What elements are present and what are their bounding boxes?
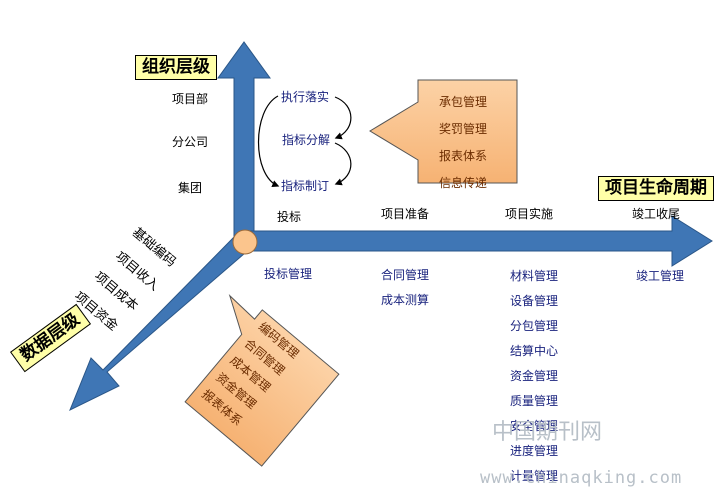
right-box-item: 承包管理 <box>439 95 488 109</box>
lifecycle-arrow <box>243 215 713 267</box>
prep-list: 合同管理 成本测算 <box>381 266 429 308</box>
impl-item: 进度管理 <box>510 444 559 458</box>
stage-close: 竣工收尾 <box>632 207 681 221</box>
stage-prep: 项目准备 <box>381 207 430 221</box>
bid-list: 投标管理 <box>264 265 312 282</box>
org-level-title: 组织层级 <box>135 55 217 80</box>
cycle-curve-right-bottom <box>334 142 352 186</box>
right-box-list: 承包管理 奖罚管理 报表体系 信息传递 <box>439 93 487 191</box>
right-box-item: 报表体系 <box>439 149 488 163</box>
cycle-curve-left <box>257 95 280 188</box>
cycle-item-execute: 执行落实 <box>281 90 330 104</box>
cycle-curve-right-top <box>334 96 352 140</box>
impl-item: 计量管理 <box>510 469 559 483</box>
bid-item: 投标管理 <box>264 267 313 281</box>
cycle-item-formulate: 指标制订 <box>281 179 330 193</box>
close-list: 竣工管理 <box>636 267 684 284</box>
impl-item: 安全管理 <box>510 419 559 433</box>
origin-circle <box>232 229 258 255</box>
impl-item: 分包管理 <box>510 319 559 333</box>
right-box-item: 信息传递 <box>439 176 488 190</box>
lifecycle-title: 项目生命周期 <box>598 176 714 201</box>
close-item: 竣工管理 <box>636 269 685 283</box>
impl-item: 质量管理 <box>510 394 559 408</box>
left-callout-box <box>184 294 340 467</box>
stage-impl: 项目实施 <box>505 207 554 221</box>
stage-bid: 投标 <box>277 210 302 224</box>
right-box-item: 奖罚管理 <box>439 122 488 136</box>
watermark-cn: 中国期刊网 <box>492 420 603 445</box>
impl-item: 资金管理 <box>510 369 559 383</box>
cycle-item-decompose: 指标分解 <box>282 133 331 147</box>
prep-item: 合同管理 <box>381 268 430 282</box>
org-level-arrow <box>217 41 271 241</box>
prep-item: 成本测算 <box>381 293 430 307</box>
org-item-project-dept: 项目部 <box>172 92 209 106</box>
impl-item: 结算中心 <box>510 344 559 358</box>
org-item-group: 集团 <box>178 181 203 195</box>
watermark-url: www.chinaqking.com <box>480 468 683 488</box>
impl-item: 材料管理 <box>510 269 559 283</box>
org-item-branch: 分公司 <box>172 135 209 149</box>
data-level-arrow <box>69 232 253 412</box>
impl-list: 材料管理 设备管理 分包管理 结算中心 资金管理 质量管理 安全管理 进度管理 … <box>510 267 558 484</box>
impl-item: 设备管理 <box>510 294 559 308</box>
right-callout-box <box>369 79 518 184</box>
